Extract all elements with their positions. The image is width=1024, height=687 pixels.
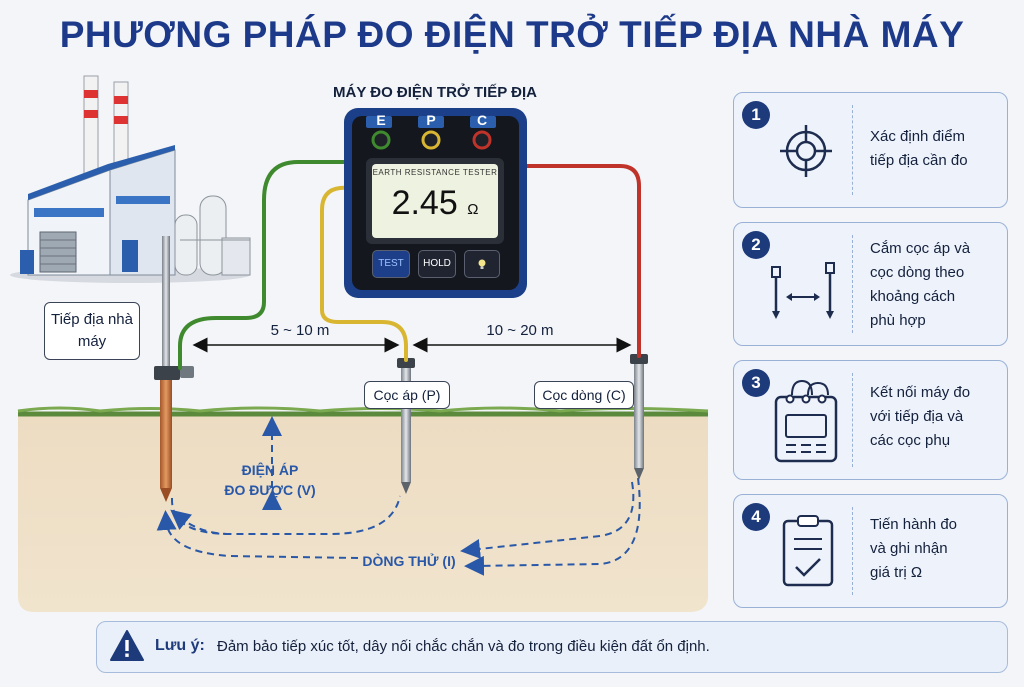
clipboard-icon	[782, 515, 834, 587]
step-1-line-1: Xác định điểm	[870, 128, 966, 145]
test-current-label: DÒNG THỬ (I)	[362, 553, 456, 569]
page-title: PHƯƠNG PHÁP ĐO ĐIỆN TRỞ TIẾP ĐỊA NHÀ MÁY	[59, 14, 965, 55]
step-1-line-2: tiếp địa cần đo	[870, 152, 968, 169]
factory-ground-label: Tiếp địa nhà máy	[44, 302, 140, 360]
meter-icon	[774, 379, 838, 463]
step-3-line-1: Kết nối máy đo	[870, 384, 971, 401]
warning-icon	[110, 630, 144, 661]
note-text: Đảm bảo tiếp xúc tốt, dây nối chắc chắn …	[217, 638, 710, 655]
step-number: 4	[742, 503, 770, 531]
soil-section	[17, 406, 709, 612]
voltage-stake-p	[397, 358, 415, 494]
step-2-line-2: cọc dòng theo	[870, 264, 965, 281]
stakes-icon	[771, 262, 835, 319]
test-button[interactable]: TEST	[372, 250, 410, 278]
distance-pc-label: 10 ~ 20 m	[486, 322, 554, 339]
step-divider	[852, 235, 853, 333]
terminal-e-label: E	[376, 112, 386, 128]
hold-button[interactable]: HOLD	[418, 250, 456, 278]
step-divider	[852, 507, 853, 595]
reading-unit: Ω	[467, 201, 479, 218]
step-number: 2	[742, 231, 770, 259]
light-button[interactable]	[464, 250, 500, 278]
step-3-line-3: các cọc phụ	[870, 432, 951, 449]
current-path	[156, 416, 641, 576]
light-icon	[478, 259, 486, 269]
step-divider	[852, 105, 853, 195]
step-2-line-1: Cắm cọc áp và	[870, 240, 971, 257]
measured-voltage-label-1: ĐIỆN ÁP	[241, 462, 299, 478]
step-1: 1 Xác định điểm tiếp địa cần đo	[733, 92, 1008, 208]
step-4: 4 Tiến hành đo và ghi nhận giá trị Ω	[733, 494, 1008, 608]
step-4-line-1: Tiến hành đo	[870, 516, 958, 533]
reading-value: 2.45	[391, 184, 458, 222]
current-stake-c	[630, 354, 648, 480]
distance-ep-label: 5 ~ 10 m	[270, 322, 330, 339]
ground-rod-e	[154, 236, 194, 502]
voltage-stake-label: Cọc áp (P)	[364, 381, 450, 409]
resistance-reading: 2.45 Ω	[372, 184, 498, 223]
step-4-line-2: và ghi nhận	[870, 540, 948, 557]
note-banner: Lưu ý: Đảm bảo tiếp xúc tốt, dây nối chắ…	[96, 621, 1008, 673]
terminal-c-label: C	[476, 112, 488, 128]
step-2: 2 Cắm cọc áp và cọc dòng theo khoảng các…	[733, 222, 1008, 346]
step-3: 3 Kết nối máy đo với tiếp địa và các cọc…	[733, 360, 1008, 480]
current-stake-label: Cọc dòng (C)	[534, 381, 634, 409]
display-label: EARTH RESISTANCE TESTER	[372, 168, 498, 177]
meter-display: EARTH RESISTANCE TESTER 2.45 Ω	[372, 164, 498, 238]
target-icon	[780, 125, 832, 177]
measured-voltage-label-2: ĐO ĐƯỢC (V)	[224, 482, 316, 498]
meter-heading: MÁY ĐO ĐIỆN TRỞ TIẾP ĐỊA	[333, 84, 537, 101]
terminal-p-label: P	[426, 112, 436, 128]
note-label: Lưu ý:	[155, 637, 205, 654]
step-number: 1	[742, 101, 770, 129]
step-4-line-3: giá trị Ω	[870, 564, 923, 581]
step-number: 3	[742, 369, 770, 397]
factory-illustration	[10, 75, 251, 283]
step-3-line-2: với tiếp địa và	[870, 408, 964, 425]
step-divider	[852, 373, 853, 467]
step-2-line-3: khoảng cách	[870, 288, 956, 305]
step-2-line-4: phù hợp	[870, 312, 926, 329]
